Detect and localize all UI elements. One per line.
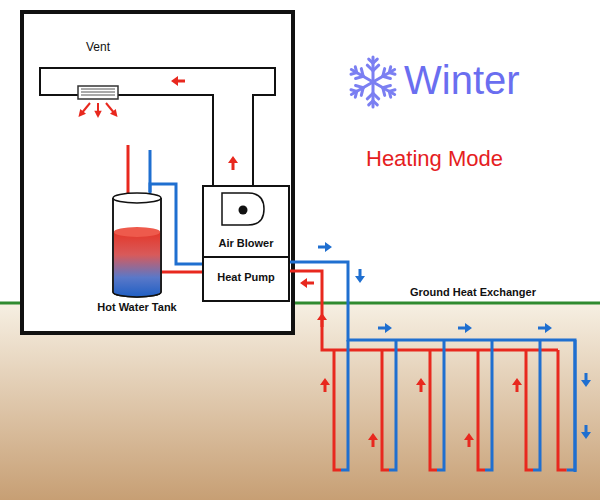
loop-up-leg — [334, 350, 341, 470]
loop-up-leg — [382, 350, 389, 470]
blower-fan — [239, 206, 248, 215]
vent-airflow-head — [94, 111, 101, 118]
loop-down-leg — [485, 340, 492, 470]
vent-label: Vent — [86, 40, 110, 54]
tank-label: Hot Water Tank — [97, 301, 177, 314]
tank-sides — [113, 198, 161, 297]
loop-up-leg — [558, 350, 567, 470]
flow-arrow — [318, 242, 332, 252]
mode-label: Heating Mode — [366, 146, 503, 172]
snowflake-spoke — [351, 70, 373, 83]
season-title: Winter — [404, 58, 520, 103]
cold-water-in-pipe — [149, 150, 152, 200]
exchanger-label: Ground Heat Exchanger — [410, 286, 536, 298]
loop-down-leg — [437, 340, 444, 470]
flow-arrow — [538, 323, 552, 333]
blower-housing — [222, 193, 264, 225]
hot-water-out-pipe — [127, 145, 130, 200]
blower-icon — [204, 187, 288, 229]
tank-body — [113, 198, 161, 297]
vent-slats — [81, 89, 115, 95]
snowflake-branch — [351, 90, 357, 92]
snowflake-branch — [367, 93, 373, 99]
vent-airflow-head — [110, 109, 118, 117]
snowflake-branch — [383, 88, 385, 96]
vent-grille — [78, 86, 118, 99]
hot-water-pipe — [162, 271, 202, 274]
snowflake-branch — [389, 91, 390, 97]
snowflake-branch — [373, 65, 379, 71]
tank-drawing — [112, 192, 162, 300]
unit-label: Heat Pump — [204, 271, 288, 284]
flow-arrow — [378, 323, 392, 333]
snowflake-spoke — [373, 70, 395, 83]
tank-water — [114, 232, 160, 297]
snowflake-spoke — [373, 82, 395, 95]
flow-arrow — [581, 425, 591, 439]
water-surface — [114, 227, 160, 237]
flow-arrow — [320, 378, 330, 392]
unit-label: Air Blower — [204, 237, 288, 250]
tank-top — [113, 193, 161, 203]
flow-arrow — [368, 433, 378, 447]
snowflake-spoke — [351, 82, 373, 95]
snowflake-branch — [361, 69, 363, 77]
snowflake-branch — [383, 76, 391, 78]
flow-arrows — [78, 76, 591, 447]
loop-down-leg — [567, 340, 576, 470]
flow-arrow — [355, 269, 365, 283]
flow-arrow — [416, 378, 426, 392]
flow-arrow — [458, 323, 472, 333]
flow-arrow — [581, 373, 591, 387]
snowflake-branch — [369, 101, 373, 105]
snowflake-branch — [389, 73, 395, 75]
loop-up-leg — [430, 350, 437, 470]
snowflake-branch — [355, 67, 356, 73]
house-outline — [22, 12, 293, 333]
flow-arrow — [300, 278, 314, 288]
snowflake-branch — [356, 85, 364, 87]
flow-arrow — [317, 313, 327, 327]
vent-airflow-head — [78, 109, 86, 117]
ground-supply-pipe — [290, 262, 575, 472]
loop-up-leg — [478, 350, 485, 470]
snowflake-icon — [351, 57, 395, 107]
air-duct — [40, 68, 275, 186]
flow-arrow — [512, 378, 522, 392]
flow-arrow — [464, 433, 474, 447]
hot-water-tank: Hot Water Tank — [112, 192, 162, 300]
flow-arrow — [228, 156, 238, 170]
snowflake-branch — [373, 59, 377, 63]
heat-pump-box: Heat Pump — [202, 256, 290, 302]
ground-loops — [334, 340, 575, 470]
loop-down-leg — [341, 340, 348, 470]
loop-down-leg — [389, 340, 396, 470]
ground-return-pipe — [290, 271, 558, 350]
flow-arrow — [171, 76, 185, 86]
loop-down-leg — [533, 340, 540, 470]
loop-up-leg — [526, 350, 533, 470]
air-blower-box: Air Blower — [202, 185, 290, 258]
